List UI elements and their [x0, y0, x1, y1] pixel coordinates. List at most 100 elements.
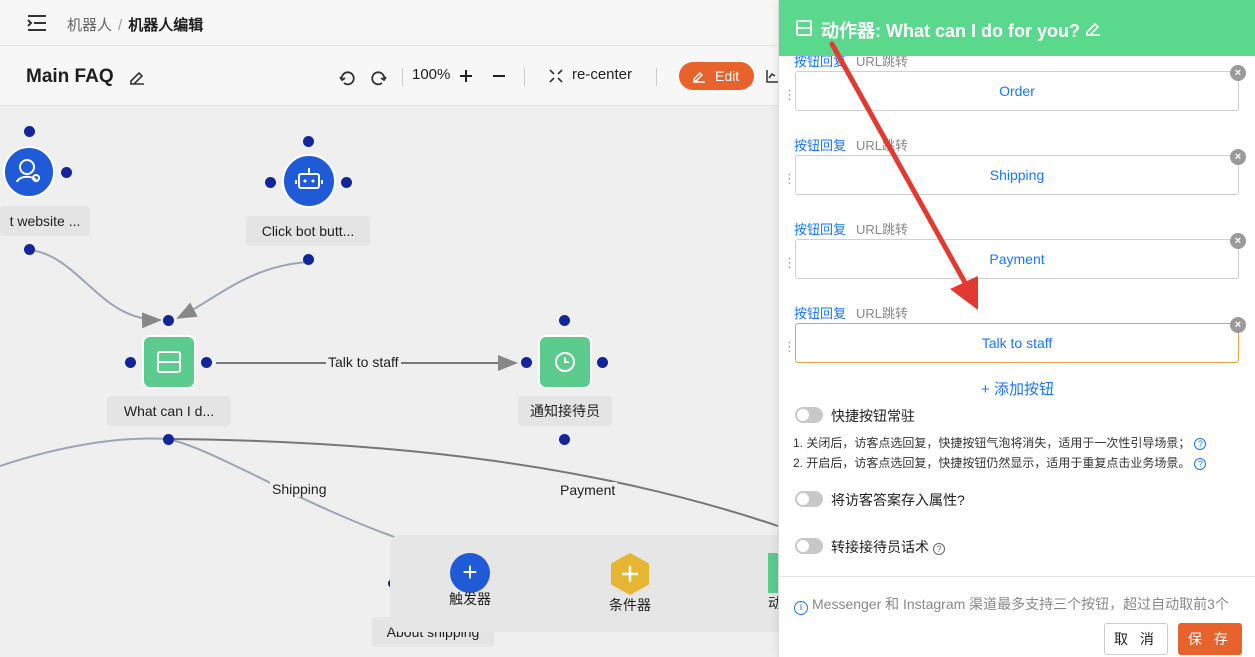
handle[interactable]	[341, 177, 352, 188]
remove-button-3-icon[interactable]: ×	[1230, 233, 1246, 249]
button-4-tabs: 按钮回复 URL跳转	[794, 303, 908, 322]
help-icon[interactable]: ?	[1194, 458, 1207, 470]
tab-button-reply[interactable]: 按钮回复	[794, 306, 847, 321]
action-node-label: What can I d...	[107, 396, 231, 426]
edge-label-talk: Talk to staff	[326, 354, 401, 370]
handle[interactable]	[163, 315, 174, 326]
remove-button-2-icon[interactable]: ×	[1230, 149, 1246, 165]
handle[interactable]	[201, 357, 212, 368]
edit-button[interactable]: Edit	[679, 62, 754, 90]
action-node[interactable]	[142, 335, 196, 389]
node-palette: + 触发器 条件器 动	[390, 535, 778, 632]
notify-node[interactable]	[538, 335, 592, 389]
palette-trigger[interactable]: + 触发器	[442, 553, 498, 609]
help-icon[interactable]: ?	[933, 543, 945, 555]
palette-action[interactable]: 动	[768, 553, 778, 613]
bot-click-node[interactable]	[282, 154, 336, 208]
handle[interactable]	[163, 434, 174, 445]
handle[interactable]	[303, 254, 314, 265]
edit-button-label: Edit	[715, 68, 740, 84]
edit-title-icon[interactable]	[128, 68, 146, 86]
tab-button-reply[interactable]: 按钮回复	[794, 54, 847, 69]
quick-button-1[interactable]: Order	[795, 71, 1239, 111]
chart-icon[interactable]	[766, 68, 778, 84]
edge-label-payment: Payment	[558, 482, 618, 498]
toolbar-divider	[656, 68, 657, 86]
pin-note-2: 2. 开启后，访客点选回复，快捷按钮仍然显示，适用于重复点击业务场景。?	[793, 454, 1207, 471]
recenter-icon[interactable]	[548, 68, 564, 84]
breadcrumb: 机器人 / 机器人编辑	[67, 14, 203, 35]
panel-header: 动作器: What can I do for you?	[779, 0, 1255, 56]
remove-button-4-icon[interactable]: ×	[1230, 317, 1246, 333]
help-icon[interactable]: ?	[1194, 438, 1207, 450]
handle[interactable]	[24, 126, 35, 137]
quick-button-4[interactable]: Talk to staff	[795, 323, 1239, 363]
quick-button-2[interactable]: Shipping	[795, 155, 1239, 195]
button-3-tabs: 按钮回复 URL跳转	[794, 219, 908, 238]
pin-note-1: 1. 关闭后，访客点选回复，快捷按钮气泡将消失，适用于一次性引导场景；?	[793, 434, 1207, 451]
quick-button-3[interactable]: Payment	[795, 239, 1239, 279]
edit-panel-title-icon[interactable]	[1084, 19, 1102, 37]
pin-note-1-text: 1. 关闭后，访客点选回复，快捷按钮气泡将消失，适用于一次性引导场景；	[793, 436, 1191, 450]
remove-button-1-icon[interactable]: ×	[1230, 65, 1246, 81]
add-button[interactable]: + 添加按钮	[981, 381, 1054, 398]
flow-canvas[interactable]: t website ... Click bot butt... What can…	[0, 106, 778, 657]
recenter-button[interactable]: re-center	[572, 66, 633, 83]
action-list-icon	[157, 351, 181, 373]
plus-circle-icon: +	[450, 553, 490, 593]
tab-url-jump[interactable]: URL跳转	[856, 306, 909, 321]
handle[interactable]	[559, 434, 570, 445]
tab-url-jump[interactable]: URL跳转	[856, 138, 909, 153]
palette-action-label: 动	[768, 595, 778, 611]
notify-node-label: 通知接待员	[518, 396, 612, 426]
flow-toolbar: Main FAQ 100% re-center Edit	[0, 46, 778, 106]
tab-url-jump[interactable]: URL跳转	[856, 54, 909, 69]
pin-note-2-text: 2. 开启后，访客点选回复，快捷按钮仍然显示，适用于重复点击业务场景。	[793, 456, 1191, 470]
zoom-out-icon[interactable]	[491, 68, 507, 84]
zoom-in-icon[interactable]	[458, 68, 474, 84]
save-answer-toggle[interactable]	[795, 491, 823, 507]
save-button[interactable]: 保 存	[1178, 623, 1242, 655]
breadcrumb-current: 机器人编辑	[128, 17, 204, 34]
handle[interactable]	[125, 357, 136, 368]
bot-click-node-label: Click bot butt...	[246, 216, 370, 246]
handle[interactable]	[597, 357, 608, 368]
tab-button-reply[interactable]: 按钮回复	[794, 138, 847, 153]
pin-buttons-toggle[interactable]	[795, 407, 823, 423]
handle[interactable]	[265, 177, 276, 188]
plus-hexagon-icon	[611, 553, 649, 595]
top-bar: 机器人 / 机器人编辑	[0, 0, 778, 46]
toolbar-divider	[402, 68, 403, 86]
visitor-node[interactable]	[3, 146, 55, 198]
transfer-script-toggle[interactable]	[795, 538, 823, 554]
zoom-level: 100%	[412, 66, 451, 83]
pencil-icon	[693, 72, 705, 83]
undo-icon[interactable]	[338, 68, 356, 86]
visitor-node-label: t website ...	[0, 206, 90, 236]
panel-title: 动作器: What can I do for you?	[821, 21, 1080, 41]
cancel-button[interactable]: 取 消	[1104, 623, 1168, 655]
palette-condition[interactable]: 条件器	[602, 551, 658, 615]
clock-icon	[555, 352, 575, 372]
user-icon	[16, 159, 40, 183]
page-title: Main FAQ	[26, 66, 114, 87]
handle[interactable]	[559, 315, 570, 326]
menu-collapse-icon[interactable]	[26, 12, 48, 34]
channel-info-text: Messenger 和 Instagram 渠道最多支持三个按钮，超过自动取前3…	[812, 596, 1229, 612]
transfer-script-label: 转接接待员话术?	[831, 537, 945, 557]
breadcrumb-separator: /	[118, 17, 123, 34]
pin-buttons-label: 快捷按钮常驻	[831, 408, 915, 424]
handle[interactable]	[303, 136, 314, 147]
tab-button-reply[interactable]: 按钮回复	[794, 222, 847, 237]
handle[interactable]	[521, 357, 532, 368]
handle[interactable]	[61, 167, 72, 178]
info-icon: i	[794, 601, 808, 615]
handle[interactable]	[24, 244, 35, 255]
channel-info: i Messenger 和 Instagram 渠道最多支持三个按钮，超过自动取前…	[794, 594, 1229, 615]
redo-icon[interactable]	[370, 68, 388, 86]
tab-url-jump[interactable]: URL跳转	[856, 222, 909, 237]
action-panel-icon	[796, 20, 812, 36]
breadcrumb-parent[interactable]: 机器人	[67, 17, 113, 34]
palette-trigger-label: 触发器	[449, 591, 491, 607]
